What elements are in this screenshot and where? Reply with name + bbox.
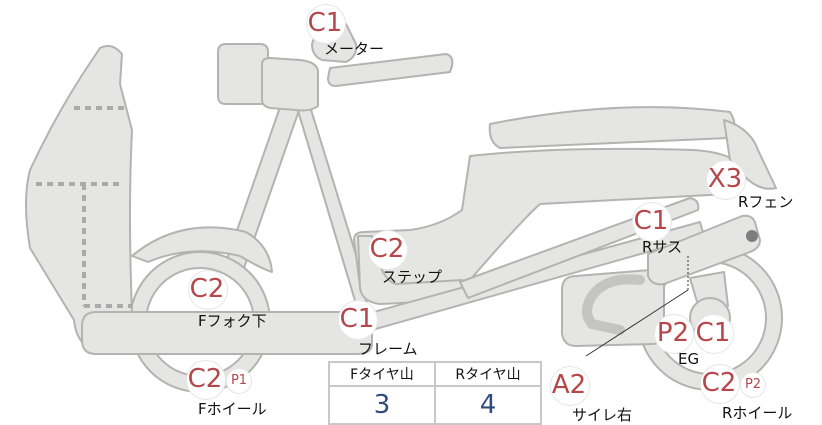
label-f-fork-lower: Fフォク下 — [198, 312, 267, 330]
leader-line-solid — [585, 289, 689, 357]
badge-f-fork-lower: C2 — [188, 270, 228, 310]
badge-f-wheel-sub: P1 — [226, 368, 252, 394]
badge-engine-2: C1 — [694, 314, 734, 354]
shock-mount — [746, 230, 758, 242]
exhaust-pipe — [582, 274, 645, 335]
badge-r-wheel-sub: P2 — [740, 372, 766, 398]
label-r-fender: Rフェン — [738, 193, 794, 211]
badge-r-suspension: C1 — [632, 202, 672, 242]
label-muffler-right: サイレ右 — [572, 406, 633, 424]
badge-engine-1: P2 — [654, 314, 694, 354]
rear-shock — [647, 214, 761, 286]
label-engine: EG — [678, 350, 700, 368]
table-header-row: Fタイヤ山 Rタイヤ山 — [328, 361, 542, 387]
table-value-rear-tire: 4 — [434, 385, 542, 425]
handle-grip — [327, 53, 454, 87]
table-header-rear-tire: Rタイヤ山 — [434, 361, 542, 387]
badge-frame: C1 — [338, 300, 378, 340]
badge-r-wheel: C2 — [700, 364, 740, 404]
badge-meter: C1 — [306, 4, 346, 44]
label-step: ステップ — [382, 268, 443, 286]
label-r-wheel: Rホイール — [722, 404, 793, 422]
tire-tread-table: Fタイヤ山 Rタイヤ山 3 4 — [328, 361, 542, 425]
rear-fender — [723, 119, 777, 190]
badge-r-fender: X3 — [702, 160, 748, 200]
headlight-cover — [217, 43, 269, 105]
label-r-suspension: Rサス — [642, 238, 683, 256]
badge-step: C2 — [368, 230, 408, 270]
rear-body — [353, 147, 742, 297]
table-header-front-tire: Fタイヤ山 — [328, 361, 436, 387]
label-f-wheel: Fホイール — [198, 400, 267, 418]
table-value-front-tire: 3 — [328, 385, 436, 425]
badge-muffler-right: A2 — [550, 366, 590, 406]
label-frame: フレーム — [358, 340, 418, 358]
badge-f-wheel: C2 — [186, 360, 226, 400]
label-meter: メーター — [324, 40, 385, 58]
table-value-row: 3 4 — [328, 385, 542, 425]
seat — [488, 106, 736, 149]
handlebar — [261, 57, 319, 112]
